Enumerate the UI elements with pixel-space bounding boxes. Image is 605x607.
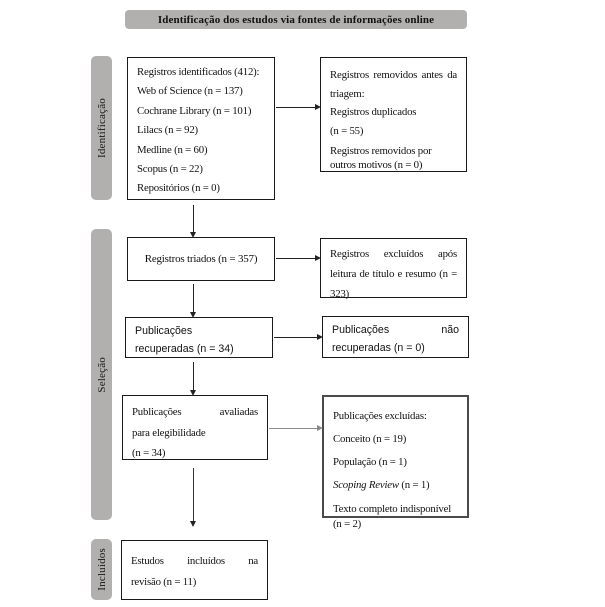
box-line: Registros triados (n = 357)	[144, 253, 258, 265]
stage-label-selection-text: Seleção	[95, 356, 108, 393]
box-line: Publicações não	[332, 324, 459, 336]
box-line: Scopus (n = 22)	[137, 163, 203, 176]
box-publications-not-retrieved: Publicações não recuperadas (n = 0)	[322, 316, 469, 358]
stage-label-identification-text: Identificação	[95, 97, 108, 158]
box-line: Scoping Review (n = 1)	[333, 474, 459, 497]
box-line: Registros identificados (412):	[137, 66, 260, 78]
arrow-identified-to-removed	[276, 103, 321, 110]
box-records-removed: Registros removidos antes da triagem: Re…	[320, 57, 467, 172]
box-publications-retrieved: Publicações recuperadas (n = 34)	[125, 317, 273, 358]
box-records-screened: Registros triados (n = 357)	[127, 237, 275, 281]
box-line: Lilacs (n = 92)	[137, 124, 198, 137]
arrow-screened-to-excluded	[276, 254, 321, 261]
arrow-screened-to-retrieved	[189, 284, 196, 318]
arrow-retrieved-to-not-retrieved	[274, 333, 323, 340]
stage-label-included: Incluídos	[91, 539, 112, 600]
box-line: para elegibilidade	[132, 426, 206, 439]
box-line: População (n = 1)	[333, 456, 407, 468]
box-line: Web of Science (n = 137)	[137, 85, 243, 98]
box-line: Texto completo indisponível (n = 2)	[333, 503, 451, 530]
stage-label-identification: Identificação	[91, 56, 112, 200]
box-line: Publicações	[135, 325, 193, 337]
box-line: Registros duplicados	[330, 106, 417, 118]
box-line: revisão (n = 11)	[131, 576, 197, 588]
arrow-identified-to-screened	[189, 205, 196, 238]
arrow-assessed-to-included	[189, 468, 196, 527]
box-line: Medline (n = 60)	[137, 143, 208, 156]
box-line: Repositórios (n = 0)	[137, 182, 220, 195]
box-line: Conceito (n = 19)	[333, 433, 407, 445]
box-line: Cochrane Library (n = 101)	[137, 104, 252, 117]
box-line: Registros removidos por outros motivos (…	[330, 145, 432, 171]
box-line: Publicações excluídas:	[333, 410, 427, 422]
box-line: Publicações avaliadas	[132, 406, 258, 418]
box-records-identified: Registros identificados (412): Web of Sc…	[127, 57, 275, 200]
arrow-assessed-to-excluded	[269, 424, 323, 431]
stage-label-included-text: Incluídos	[95, 548, 108, 591]
box-line: recuperadas (n = 34)	[135, 343, 234, 355]
box-line: (n = 34)	[132, 447, 166, 459]
box-records-excluded-screening: Registros excluídos após leitura de títu…	[320, 238, 467, 300]
stage-label-selection: Seleção	[91, 229, 112, 520]
box-publications-assessed: Publicações avaliadas para elegibilidade…	[122, 395, 268, 460]
box-line: Registros removidos antes da triagem:	[330, 69, 457, 100]
box-line: Estudos incluídos na	[131, 555, 258, 567]
scoping-review-italic: Scoping Review	[333, 479, 399, 491]
scoping-review-count: (n = 1)	[398, 479, 430, 491]
diagram-title: Identificação dos estudos via fontes de …	[125, 10, 467, 29]
diagram-title-text: Identificação dos estudos via fontes de …	[157, 13, 435, 26]
box-publications-excluded: Publicações excluídas: Conceito (n = 19)…	[322, 395, 469, 530]
arrow-retrieved-to-assessed	[189, 362, 196, 396]
box-line: recuperadas (n = 0)	[332, 342, 425, 354]
box-line: (n = 55)	[330, 124, 364, 137]
box-studies-included: Estudos incluídos na revisão (n = 11)	[121, 540, 268, 600]
box-line: Registros excluídos após leitura de títu…	[330, 248, 457, 300]
